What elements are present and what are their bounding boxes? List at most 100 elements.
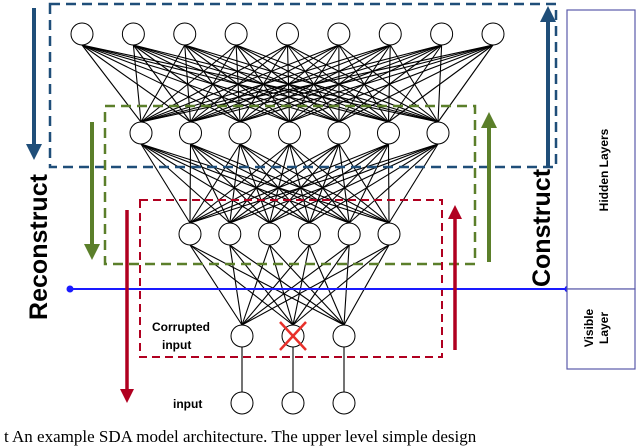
hidden-layers-label: Hidden Layers: [597, 128, 611, 211]
weight-connection: [389, 44, 439, 123]
weight-connection: [140, 143, 231, 224]
corrupted-input-label-line2: input: [162, 338, 191, 352]
hidden-2-node: [426, 121, 450, 145]
weight-connection: [338, 44, 442, 123]
weight-connection: [241, 244, 310, 326]
weight-connection: [269, 244, 345, 326]
weight-connection: [287, 44, 439, 123]
weight-connection: [388, 143, 439, 224]
hidden-2-node: [377, 121, 400, 145]
input-node: [230, 391, 254, 415]
weight-connection: [269, 244, 294, 326]
figure-caption: t An example SDA model architecture. The…: [4, 428, 477, 446]
weight-connection: [190, 143, 231, 224]
weight-connection: [229, 143, 389, 224]
input-node: [332, 391, 356, 415]
weight-connection: [292, 244, 310, 326]
hidden-3-node: [481, 22, 505, 46]
weight-connection: [239, 44, 288, 123]
weight-connection: [239, 143, 310, 224]
weight-connection: [338, 44, 494, 123]
weight-connection: [189, 244, 294, 326]
weight-connection: [140, 143, 191, 224]
weight-connection: [229, 143, 290, 224]
weight-connection: [133, 44, 439, 123]
hidden-1-node: [218, 222, 242, 246]
weight-connection: [239, 143, 390, 224]
weight-connection: [189, 244, 345, 326]
weight-connection: [229, 143, 439, 224]
hidden-3-node: [430, 22, 454, 46]
weight-connection: [190, 143, 270, 224]
weight-connection: [189, 143, 290, 224]
weight-connection: [269, 143, 291, 224]
input-label: input: [173, 397, 202, 411]
hidden-1-node: [178, 222, 202, 246]
hidden-3-node: [224, 22, 248, 46]
weight-connection: [437, 44, 494, 123]
hidden-3-node: [70, 22, 94, 46]
weight-connection: [190, 143, 350, 224]
weight-connection: [81, 44, 389, 123]
hidden-3-node: [121, 22, 145, 46]
weight-connection: [348, 143, 439, 224]
hidden-2-node: [327, 121, 351, 145]
visible-layer-panel: [566, 288, 636, 370]
weight-connection: [229, 143, 241, 224]
weight-connection: [189, 143, 192, 224]
weight-connection: [288, 143, 310, 224]
weight-connection: [289, 44, 391, 123]
hidden-2-node: [129, 121, 153, 145]
weight-connection: [338, 44, 439, 123]
weight-connection: [229, 244, 243, 326]
weight-connection: [81, 44, 340, 123]
weight-connection: [140, 143, 350, 224]
corrupted-input-node: [230, 324, 254, 348]
reconstruct-label: Reconstruct: [25, 173, 53, 320]
weight-connection: [286, 44, 291, 123]
weight-connection: [81, 44, 290, 123]
connection-lines: [81, 44, 494, 392]
network-nodes: [70, 22, 505, 415]
weight-connection: [387, 143, 390, 224]
corrupted-input-node: [332, 324, 356, 348]
weight-connection: [239, 44, 442, 123]
weight-connection: [388, 44, 494, 123]
separator-left-dot: [66, 285, 74, 293]
weight-connection: [229, 244, 345, 326]
corrupted-input-label-line1: Corrupted: [152, 320, 210, 334]
weight-connection: [241, 244, 390, 326]
weight-connection: [437, 44, 443, 123]
middle-layer-region: [103, 104, 477, 266]
weight-connection: [190, 44, 391, 123]
weight-connection: [241, 244, 271, 326]
weight-connection: [235, 44, 241, 123]
weight-connection: [289, 44, 442, 123]
weight-connection: [309, 143, 389, 224]
weight-connection: [229, 244, 294, 326]
weight-connection: [81, 44, 142, 123]
weight-connection: [308, 244, 345, 326]
weight-connection: [289, 44, 494, 123]
weight-connection: [189, 244, 243, 326]
hidden-2-node: [228, 121, 252, 145]
weight-connection: [140, 143, 310, 224]
weight-connection: [140, 44, 340, 123]
weight-connection: [239, 44, 391, 123]
weight-connection: [189, 143, 241, 224]
weight-connection: [343, 244, 350, 326]
hidden-2-node: [179, 121, 202, 145]
corrupted-node-x-mark: [279, 321, 307, 351]
visible-label-line2: Layer: [597, 312, 611, 344]
weight-connection: [289, 143, 390, 224]
weight-connection: [140, 44, 288, 123]
hidden-1-node: [337, 222, 361, 246]
hidden-layers-panel: [566, 9, 636, 290]
hidden-2-node: [278, 121, 301, 145]
hidden-3-node: [327, 22, 351, 46]
weight-connection: [140, 44, 237, 123]
weight-connection: [239, 143, 271, 224]
weight-connection: [348, 143, 389, 224]
hidden-3-node: [173, 22, 197, 46]
